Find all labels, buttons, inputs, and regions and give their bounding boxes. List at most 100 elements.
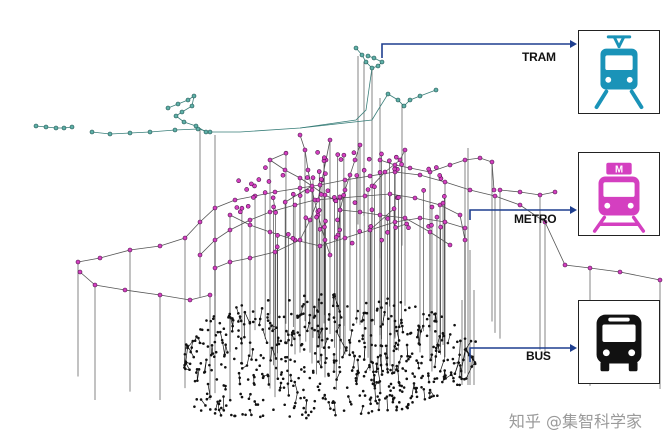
bus-stop-node — [345, 349, 348, 352]
bus-stop-node — [248, 320, 252, 324]
bus-stop-node — [396, 343, 400, 347]
bus-stop-node — [222, 327, 226, 330]
bus-stop-node — [189, 350, 192, 354]
bus-stop-node — [448, 333, 452, 336]
bus-stop-node — [313, 314, 317, 318]
bus-stop-node — [355, 382, 358, 386]
bus-stop-node — [354, 377, 358, 380]
bus-stop-node — [406, 355, 410, 358]
bus-stop-node — [302, 396, 306, 399]
bus-stop-node — [429, 358, 432, 362]
bus-stop-node — [310, 327, 314, 330]
bus-stop-node — [421, 324, 425, 328]
metro-station-node — [393, 225, 398, 230]
metro-station-node — [267, 157, 273, 163]
metro-station-node — [227, 227, 233, 233]
bus-stop-node — [386, 408, 389, 412]
bus-stop-node — [184, 367, 187, 371]
metro-station-node — [382, 169, 388, 175]
bus-stop-node — [449, 371, 453, 374]
bus-stop-node — [379, 363, 383, 367]
bus-stop-node — [361, 334, 365, 337]
bus-stop-node — [325, 357, 328, 360]
bus-stop-node — [302, 406, 306, 410]
bus-stop-node — [395, 364, 399, 368]
layer-pointer-arrows — [381, 40, 577, 362]
bus-stop-node — [270, 346, 274, 350]
bus-stop-node — [214, 407, 218, 411]
bus-stop-node — [357, 371, 360, 374]
bus-stop-node — [198, 341, 202, 345]
bus-stop-node — [220, 338, 224, 342]
tram-stop-node — [191, 93, 197, 99]
bus-stop-node — [199, 398, 203, 401]
bus-stop-node — [290, 333, 294, 337]
bus-stop-node — [371, 318, 374, 322]
bus-stop-node — [289, 379, 293, 383]
tram-stop-node — [433, 87, 439, 93]
bus-stop-node — [217, 402, 221, 406]
metro-station-node — [491, 187, 497, 193]
metro-station-node — [434, 214, 440, 220]
bus-stop-node — [389, 332, 392, 336]
metro-station-node — [392, 162, 398, 168]
bus-stop-node — [318, 382, 322, 386]
metro-station-node — [315, 150, 320, 155]
metro-station-node — [316, 207, 322, 213]
bus-stop-node — [332, 361, 336, 364]
metro-station-node — [426, 166, 432, 172]
bus-stop-node — [426, 372, 430, 375]
bus-stop-node — [266, 299, 270, 302]
bus-stop-node — [228, 398, 232, 402]
bus-stop-node — [380, 344, 384, 348]
bus-stop-node — [266, 319, 270, 322]
bus-stop-node — [316, 324, 320, 328]
bus-stop-node — [408, 306, 411, 310]
bus-stop-node — [251, 320, 255, 324]
bus-stop-node — [422, 388, 426, 391]
bus-stop-node — [410, 394, 414, 398]
bus-stop-node — [446, 358, 449, 362]
metro-station-node — [552, 189, 558, 195]
bus-stop-node — [349, 402, 353, 406]
bus-stop-node — [269, 359, 272, 362]
metro-station-node — [282, 199, 288, 205]
metro-station-node — [333, 235, 339, 240]
bus-stop-node — [282, 315, 286, 319]
bus-stop-node — [320, 301, 323, 305]
bus-stop-node — [205, 397, 209, 401]
bus-stop-node — [432, 380, 436, 384]
bus-stop-node — [353, 354, 356, 358]
bus-stop-node — [237, 312, 240, 315]
metro-station-node — [262, 190, 268, 195]
bus-stop-node — [474, 340, 477, 343]
bus-stop-node — [437, 350, 441, 354]
bus-stop-node — [222, 395, 225, 398]
bus-stop-node — [303, 370, 306, 373]
bus-stop-node — [226, 351, 229, 354]
bus-stop-node — [427, 313, 431, 317]
bus-stop-node — [285, 341, 288, 345]
metro-station-node — [562, 262, 568, 268]
bus-stop-node — [221, 341, 224, 344]
bus-stop-node — [224, 365, 227, 369]
bus-stop-node — [237, 320, 240, 323]
bus-stop-node — [267, 383, 271, 386]
bus-arrow-head — [570, 344, 577, 352]
bus-stop-node — [195, 368, 199, 371]
metro-station-node — [297, 175, 303, 181]
bus-stop-node — [453, 372, 457, 376]
metro-station-node — [290, 236, 296, 241]
metro-station-node — [337, 207, 343, 213]
metro-station-node — [297, 132, 303, 138]
bus-stop-node — [274, 357, 278, 360]
bus-stop-node — [206, 328, 210, 332]
metro-station-node — [322, 224, 327, 230]
bus-stop-node — [356, 309, 360, 313]
bus-stop-node — [452, 376, 455, 380]
bus-stop-node — [240, 395, 244, 399]
bus-stop-node — [458, 364, 462, 367]
bus-stop-node — [285, 329, 288, 333]
metro-station-node — [335, 217, 340, 223]
